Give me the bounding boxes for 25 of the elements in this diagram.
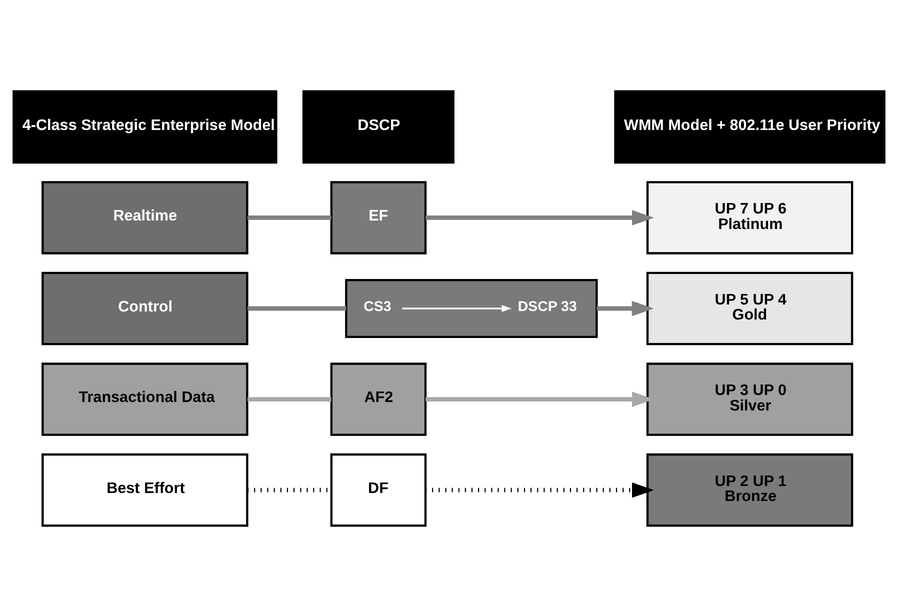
node-box: DSCP xyxy=(302,90,454,164)
node-box: DF xyxy=(330,452,426,526)
node-box: Transactional Data xyxy=(41,362,248,436)
node-box: UP 5 UP 4 Gold xyxy=(646,271,853,345)
node-box: WMM Model + 802.11e User Priority xyxy=(614,90,885,164)
node-box: EF xyxy=(330,180,426,254)
node-text: CS3 xyxy=(363,298,391,315)
cluster xyxy=(344,278,598,338)
node-box: UP 2 UP 1 Bronze xyxy=(646,452,853,526)
arrow xyxy=(402,304,512,312)
arrow xyxy=(425,482,654,498)
connector xyxy=(246,215,331,220)
node-box: Realtime xyxy=(41,180,248,254)
node-box: 4-Class Strategic Enterprise Model xyxy=(12,90,277,164)
node-box: UP 7 UP 6 Platinum xyxy=(646,180,853,254)
connector xyxy=(246,306,346,310)
node-box: UP 3 UP 0 Silver xyxy=(646,362,853,436)
arrow xyxy=(425,391,654,406)
arrow xyxy=(596,300,654,316)
node-box: AF2 xyxy=(330,362,426,436)
arrow xyxy=(425,210,654,225)
node-text: DSCP 33 xyxy=(517,298,576,315)
node-box: Best Effort xyxy=(41,452,248,526)
connector xyxy=(246,396,331,401)
node-box: Control xyxy=(41,271,248,345)
